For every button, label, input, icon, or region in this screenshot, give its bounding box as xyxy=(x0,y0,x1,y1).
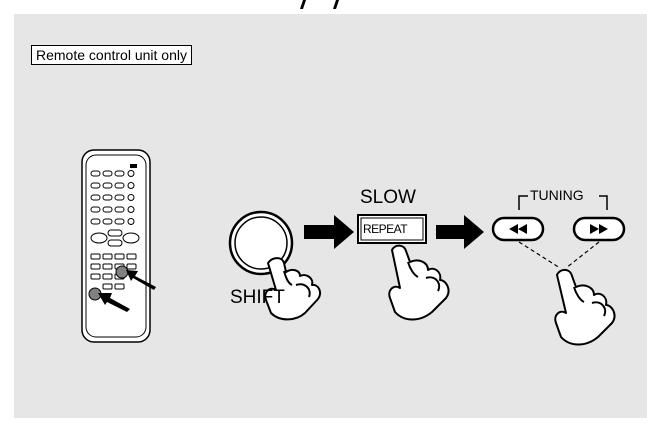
rewind-button-icon xyxy=(491,216,545,242)
tuning-bracket-right xyxy=(599,195,608,210)
pointer-arrow-icon xyxy=(98,293,130,312)
pressing-hand-icon xyxy=(388,244,450,321)
pointer-arrow-icon xyxy=(126,270,156,290)
pressing-hand-icon xyxy=(264,257,322,321)
right-arrow-icon xyxy=(304,215,354,249)
cropped-heading-fragment xyxy=(300,0,339,9)
tuning-bracket-left xyxy=(518,195,528,210)
choice-line-right xyxy=(565,241,600,269)
page-header-strip xyxy=(0,0,660,14)
repeat-label: REPEAT xyxy=(363,222,408,236)
remote-only-note: Remote control unit only xyxy=(31,45,192,65)
fast-forward-button-icon xyxy=(572,216,626,242)
shift-label: SHIFT xyxy=(230,287,285,308)
pressing-hand-icon xyxy=(554,268,616,346)
remote-control-icon xyxy=(81,149,151,343)
slow-label: SLOW xyxy=(360,187,416,208)
choice-line-left xyxy=(518,241,561,269)
repeat-button-icon xyxy=(357,214,427,244)
right-arrow-icon xyxy=(436,215,484,249)
tuning-label: TUNING xyxy=(530,187,584,203)
